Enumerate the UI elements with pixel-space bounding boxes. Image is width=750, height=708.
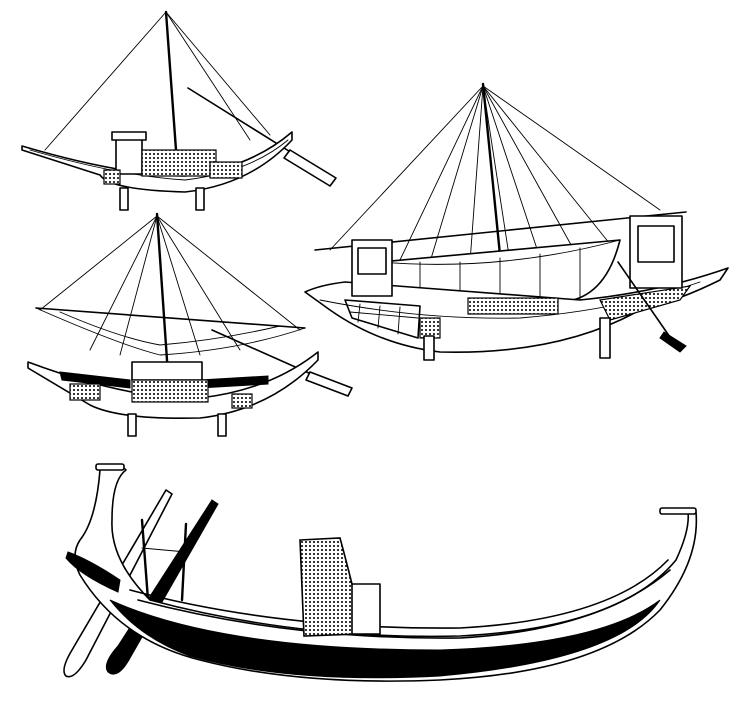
boat-middle-left <box>27 212 353 437</box>
boat-bottom <box>63 463 698 682</box>
boat-right <box>304 82 729 361</box>
boat-top-left <box>21 10 337 211</box>
